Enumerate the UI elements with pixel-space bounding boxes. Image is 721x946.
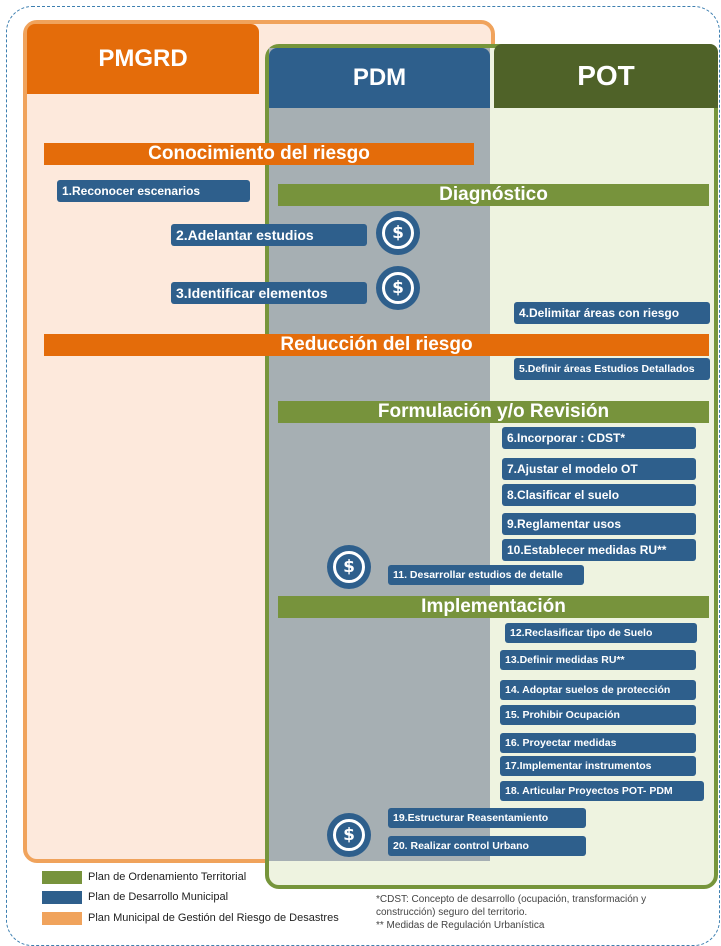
step-6: 6.Incorporar : CDST* xyxy=(502,427,696,449)
step-9: 9.Reglamentar usos xyxy=(502,513,696,535)
legend-label-pot: Plan de Ordenamiento Territorial xyxy=(88,871,247,883)
dollar-sign: $ xyxy=(333,551,365,583)
step-17: 17.Implementar instrumentos xyxy=(500,756,696,776)
pdm-header: PDM xyxy=(269,48,490,108)
dollar-coin-icon: $ xyxy=(327,813,371,857)
legend-label-pmgrd: Plan Municipal de Gestión del Riesgo de … xyxy=(88,912,339,924)
legend-label-pdm: Plan de Desarrollo Municipal xyxy=(88,891,229,903)
footnote-cdst-line1: *CDST: Concepto de desarrollo (ocupación… xyxy=(376,894,647,905)
legend-swatch-pot xyxy=(42,871,82,884)
step-3: 3.Identificar elementos xyxy=(171,282,367,304)
dollar-sign: $ xyxy=(333,819,365,851)
step-14: 14. Adoptar suelos de protección xyxy=(500,680,696,700)
footnote-cdst-line2: construcción) seguro del territorio. xyxy=(376,907,528,918)
step-20: 20. Realizar control Urbano xyxy=(388,836,586,856)
step-2: 2.Adelantar estudios xyxy=(171,224,367,246)
bar-conocimiento: Conocimiento del riesgo xyxy=(44,143,474,165)
pdm-column xyxy=(269,48,490,861)
dollar-coin-icon: $ xyxy=(327,545,371,589)
step-15: 15. Prohibir Ocupación xyxy=(500,705,696,725)
dollar-coin-icon: $ xyxy=(376,211,420,255)
step-11: 11. Desarrollar estudios de detalle xyxy=(388,565,584,585)
dollar-sign: $ xyxy=(382,272,414,304)
step-16: 16. Proyectar medidas xyxy=(500,733,696,753)
step-8: 8.Clasificar el suelo xyxy=(502,484,696,506)
step-1: 1.Reconocer escenarios xyxy=(57,180,250,202)
pot-header: POT xyxy=(494,44,718,108)
step-19: 19.Estructurar Reasentamiento xyxy=(388,808,586,828)
footnote-ru: ** Medidas de Regulación Urbanística xyxy=(376,920,545,931)
step-18: 18. Articular Proyectos POT- PDM xyxy=(500,781,704,801)
legend-swatch-pdm xyxy=(42,891,82,904)
step-7: 7.Ajustar el modelo OT xyxy=(502,458,696,480)
step-4: 4.Delimitar áreas con riesgo xyxy=(514,302,710,324)
dollar-coin-icon: $ xyxy=(376,266,420,310)
step-13: 13.Definir medidas RU** xyxy=(500,650,696,670)
legend-swatch-pmgrd xyxy=(42,912,82,925)
pmgrd-header: PMGRD xyxy=(27,24,259,94)
bar-formulacion: Formulación y/o Revisión xyxy=(278,401,709,423)
step-12: 12.Reclasificar tipo de Suelo xyxy=(505,623,697,643)
bar-reduccion: Reducción del riesgo xyxy=(44,334,709,356)
bar-implementacion: Implementación xyxy=(278,596,709,618)
dollar-sign: $ xyxy=(382,217,414,249)
bar-diagnostico: Diagnóstico xyxy=(278,184,709,206)
step-5: 5.Definir áreas Estudios Detallados xyxy=(514,358,710,380)
step-10: 10.Establecer medidas RU** xyxy=(502,539,696,561)
